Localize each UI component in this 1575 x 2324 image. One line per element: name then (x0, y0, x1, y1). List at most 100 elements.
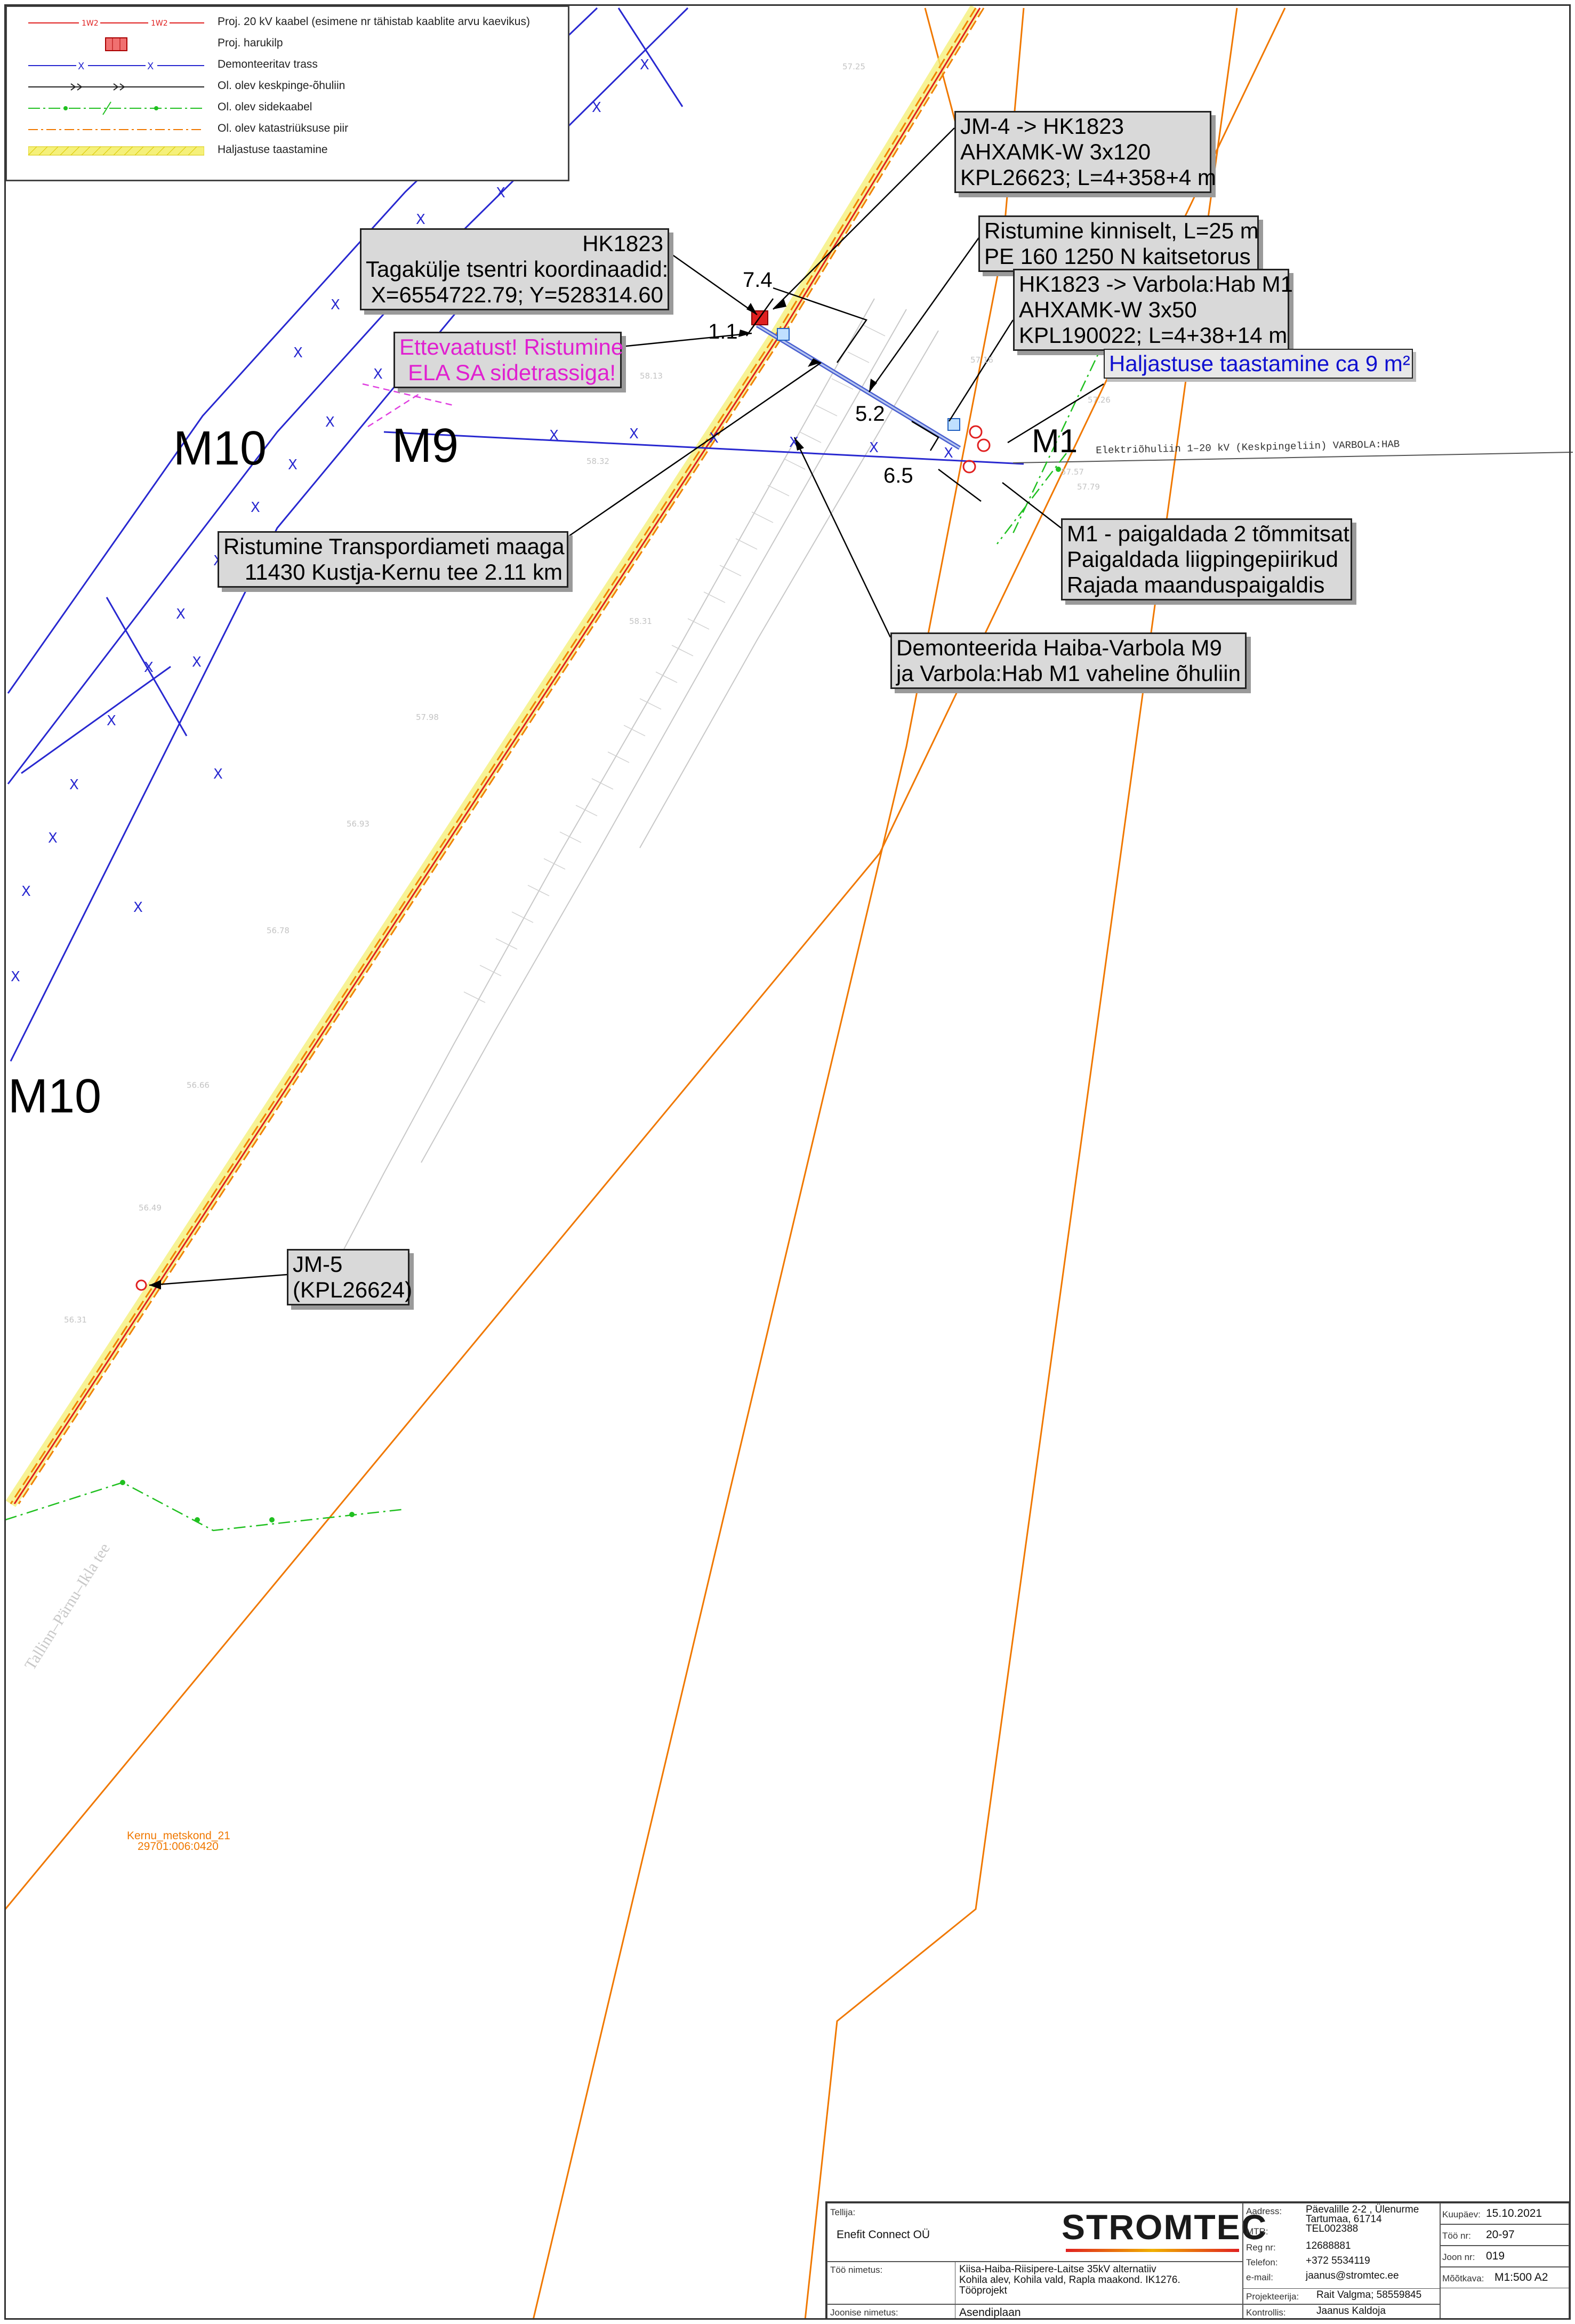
svg-text:56.49: 56.49 (139, 1203, 162, 1213)
marker-m10-top: M10 (173, 422, 267, 475)
marker-m1: M1 (1032, 423, 1078, 460)
svg-text:X: X (11, 969, 20, 985)
mv-line-symbol (28, 83, 204, 91)
jm5-symbol (135, 1279, 147, 1291)
callout-m1-info: M1 - paigaldada 2 tõmmitsat Paigaldada l… (1061, 518, 1352, 600)
legend-label-cadastral: Ol. olev katastriüksuse piir (218, 122, 349, 134)
tb-too-nimetus-inner (955, 2262, 1243, 2304)
callout-demonteerida: Demonteerida Haiba-Varbola M9 ja Varbola… (890, 632, 1247, 689)
callout-ristumine-line2: PE 160 1250 N kaitsetorus (984, 244, 1251, 269)
svg-text:X: X (416, 212, 425, 228)
tb-mootkava-row (1440, 2267, 1569, 2288)
svg-text:X: X (213, 766, 223, 782)
tb-joonise-nimetus-caption: Joonise nimetus: (830, 2307, 898, 2318)
tb-aadress-caption: Aadress: (1246, 2206, 1282, 2216)
svg-text:57.79: 57.79 (1077, 482, 1100, 492)
legend-label-mv-line: Ol. olev keskpinge-õhuliin (218, 79, 345, 92)
svg-text:X: X (944, 445, 953, 461)
dimension-6-5: 6.5 (883, 464, 913, 487)
demolished-x-marks: XXX XXX XXX XXX XXX XXX XXX XXX XXX XXX (11, 57, 953, 985)
tb-tellija-caption: Tellija: (830, 2207, 856, 2217)
svg-text:X: X (325, 414, 335, 430)
svg-text:X: X (640, 57, 649, 73)
dimension-1-1: 1.1 (708, 320, 738, 343)
legend-row-mv-line: Ol. olev keskpinge-õhuliin (7, 76, 571, 98)
svg-text:X: X (869, 440, 879, 456)
callout-hk1823-line1: HK1823 (582, 231, 663, 256)
legend-label-demolished: Demonteeritav trass (218, 58, 318, 70)
tb-kontrollis-caption: Kontrollis: (1246, 2307, 1286, 2318)
svg-text:X: X (147, 61, 154, 72)
callout-hk1823-line2: Tagakülje tsentri koordinaadid: (366, 257, 669, 282)
comm-cable-symbol (28, 101, 204, 115)
harukilp-symbol (105, 37, 127, 51)
dimension-7-4: 7.4 (743, 268, 773, 292)
svg-text:X: X (251, 500, 260, 516)
tb-kontrollis-value: Jaanus Kaldoja (1316, 2305, 1386, 2317)
leader-lines (149, 127, 1104, 1286)
parcel-name-label: Kernu_metskond_21 (127, 1830, 230, 1842)
tb-too-nimetus-3: Tööprojekt (959, 2285, 1007, 2296)
cadastral-boundaries (4, 7, 1286, 2320)
svg-text:X: X (21, 884, 31, 900)
callout-demonteerida-line2: ja Varbola:Hab M1 vaheline õhuliin (896, 661, 1241, 686)
svg-text:X: X (192, 654, 202, 670)
svg-text:58.13: 58.13 (640, 371, 663, 381)
tb-mootkava-value: M1:500 A2 (1494, 2271, 1548, 2283)
callout-jm4-line3: KPL26623; L=4+358+4 m (960, 165, 1216, 190)
callout-hk1823-varbola-line1: HK1823 -> Varbola:Hab M1 (1019, 271, 1293, 296)
svg-text:X: X (331, 297, 340, 313)
legend-row-cadastral: Ol. olev katastriüksuse piir (7, 119, 571, 140)
legend-label-comm-cable: Ol. olev sidekaabel (218, 101, 312, 113)
svg-text:X: X (373, 366, 383, 382)
demolished-route-symbol: X X (28, 60, 204, 72)
tb-projekteerija-caption: Projekteerija: (1246, 2291, 1299, 2302)
m1-pole-symbols (962, 425, 991, 474)
svg-text:56.93: 56.93 (347, 819, 369, 829)
existing-mv-line (1012, 452, 1573, 463)
tb-email-caption: e-mail: (1246, 2272, 1274, 2282)
legend-row-harukilp: Proj. harukilp (7, 34, 571, 55)
callout-jm5-line1: JM-5 (293, 1252, 343, 1277)
tb-too-nr-row (1440, 2224, 1569, 2246)
tb-aadress-1: Päevalille 2-2 , Ülenurme (1306, 2204, 1419, 2215)
callout-m1-line3: Rajada maanduspaigaldis (1067, 572, 1325, 597)
tb-too-nr-value: 20-97 (1486, 2229, 1515, 2241)
svg-text:X: X (133, 900, 143, 916)
tb-too-nimetus-1: Kiisa-Haiba-Riisipere-Laitse 35kV altern… (959, 2264, 1156, 2275)
legend-row-demolished: X X Demonteeritav trass (7, 55, 571, 76)
svg-text:56.78: 56.78 (267, 926, 290, 935)
svg-text:57.25: 57.25 (842, 62, 865, 71)
tb-too-nimetus-2: Kohila alev, Kohila vald, Rapla maakond.… (959, 2274, 1180, 2286)
callout-m1-line1: M1 - paigaldada 2 tõmmitsat (1067, 521, 1349, 546)
tb-joon-nr-value: 019 (1486, 2250, 1505, 2262)
callout-transpordiamet: Ristumine Transpordiameti maaga 11430 Ku… (218, 531, 568, 588)
marker-m9: M9 (392, 419, 459, 472)
greenery-symbol (28, 146, 204, 156)
existing-comm-cable (5, 319, 1115, 1532)
tb-too-nr-caption: Töö nr: (1442, 2231, 1471, 2241)
stromtec-logo: STROMTEC (1062, 2207, 1268, 2247)
svg-text:X: X (629, 426, 639, 442)
svg-text:X: X (549, 428, 559, 444)
callout-transpordiamet-line1: Ristumine Transpordiameti maaga (223, 534, 565, 559)
callout-hk1823-varbola-line2: AHXAMK-W 3x50 (1019, 297, 1197, 322)
svg-text:X: X (69, 777, 79, 793)
svg-text:57.98: 57.98 (416, 712, 439, 722)
marker-m10-bottom: M10 (8, 1070, 102, 1123)
svg-text:56.31: 56.31 (64, 1315, 87, 1325)
legend-row-comm-cable: Ol. olev sidekaabel (7, 98, 571, 119)
legend-label-harukilp: Proj. harukilp (218, 37, 283, 49)
svg-text:58.31: 58.31 (629, 616, 652, 626)
legend-row-proj-cable: 1W2 1W2 Proj. 20 kV kaabel (esimene nr t… (7, 12, 571, 34)
callout-hk1823-varbola-line3: KPL190022; L=4+38+14 m (1019, 323, 1288, 348)
callout-hk1823-coordinates: HK1823 Tagakülje tsentri koordinaadid: X… (360, 228, 669, 310)
dimension-5-2: 5.2 (855, 402, 885, 426)
cadastral-symbol (28, 129, 204, 130)
callout-haljastus-text: Haljastuse taastamine ca 9 m² (1109, 351, 1410, 376)
tb-aadress-2: Tartumaa, 61714 (1306, 2214, 1382, 2225)
svg-text:57.57: 57.57 (1061, 467, 1084, 477)
tb-mootkava-caption: Mõõtkava: (1442, 2273, 1484, 2283)
callout-jm4-hk1823: JM-4 -> HK1823 AHXAMK-W 3x120 KPL26623; … (954, 111, 1216, 193)
